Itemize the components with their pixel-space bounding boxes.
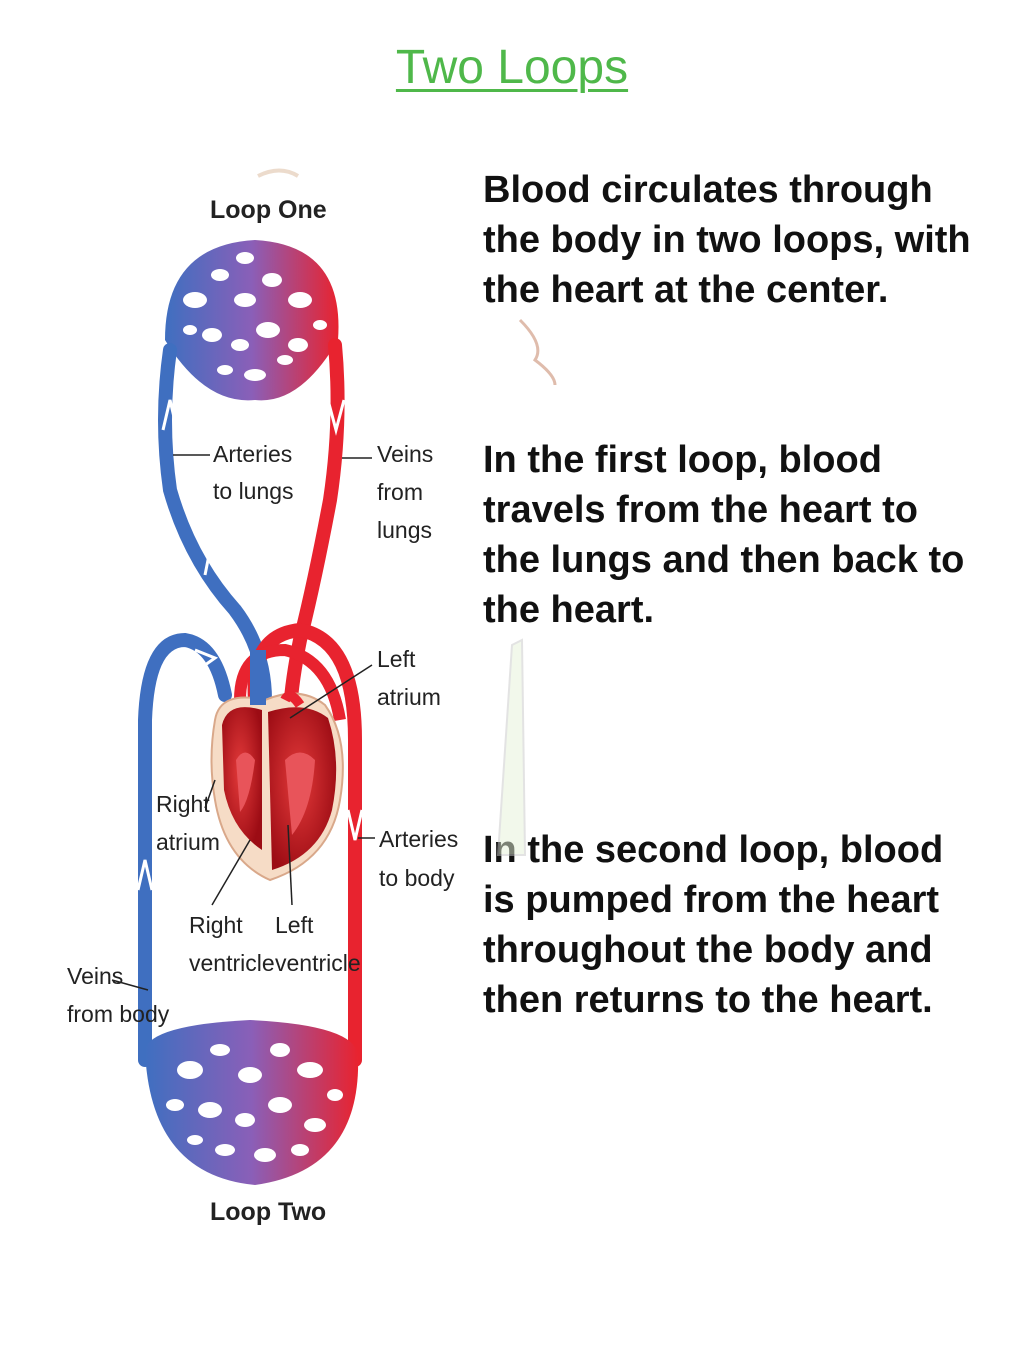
veins-from-lungs-label-line3: lungs (377, 517, 432, 543)
arrow-icon (194, 648, 219, 672)
veins-from-lungs-label-line1: Veins (377, 441, 433, 467)
left-ventricle-label-line2: ventricle (275, 950, 361, 976)
body-capillary-bed (145, 1020, 359, 1185)
faint-artifacts (257, 168, 557, 856)
veins-from-lungs-vessel (283, 338, 345, 717)
right-ventricle-label-line1: Right (189, 912, 243, 938)
loop-two-label: Loop Two (210, 1198, 326, 1226)
left-ventricle-label-line1: Left (275, 912, 314, 938)
right-ventricle-label-line2: ventricle (189, 950, 275, 976)
veins-from-body-label-line1: Veins (67, 963, 123, 989)
arrow-icon (203, 547, 233, 576)
arteries-to-lungs-label-line2: to lungs (213, 478, 294, 504)
lung-capillary-bed (165, 240, 339, 401)
arteries-to-lungs-label-line1: Arteries (213, 441, 292, 467)
page-title: Two Loops (395, 41, 629, 94)
aorta-vessel (234, 643, 346, 722)
loop-one-label: Loop One (210, 196, 327, 224)
leader-lines (111, 454, 375, 991)
veins-from-body-label-line2: from body (67, 1001, 170, 1027)
paragraph-second-loop: In the second loop, blood is pumped from… (483, 829, 944, 1021)
arrow-icon (346, 809, 364, 841)
paragraph-first-loop: In the first loop, blood travels from th… (483, 439, 965, 631)
heart-illustration (210, 650, 344, 882)
arteries-to-body-label-line2: to body (379, 865, 455, 891)
arrow-icon (161, 399, 179, 431)
paragraph-intro: Blood circulates through the body in two… (483, 169, 971, 311)
arteries-to-body-label-line1: Arteries (379, 826, 458, 852)
veins-from-body-vessel (138, 632, 232, 1067)
arrow-icon (136, 859, 154, 891)
left-atrium-label-line1: Left (377, 646, 416, 672)
left-atrium-label-line2: atrium (377, 684, 441, 710)
right-atrium-label-line2: atrium (156, 829, 220, 855)
right-atrium-label-line1: Right (156, 791, 210, 817)
arrow-icon (326, 399, 346, 436)
veins-from-lungs-label-line2: from (377, 479, 423, 505)
